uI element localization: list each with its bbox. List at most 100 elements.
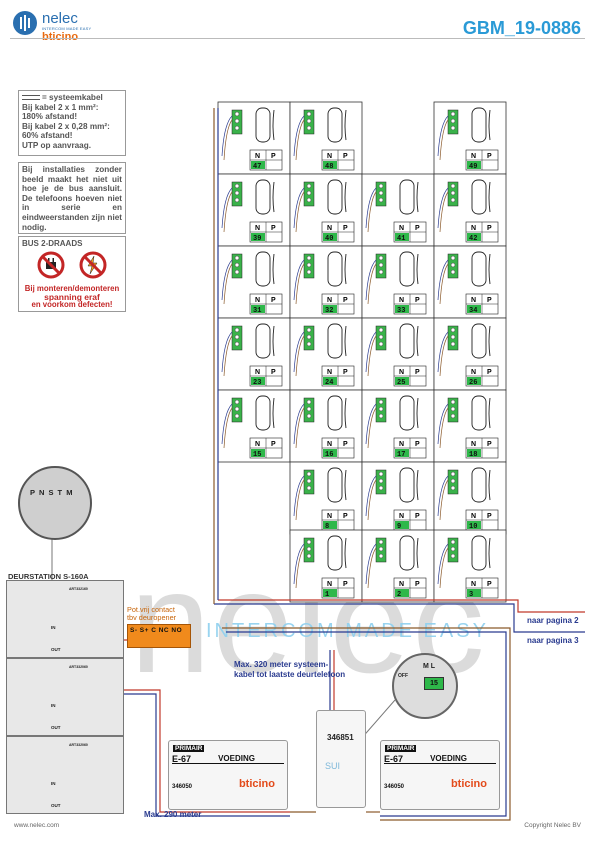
cell-wire (293, 403, 305, 445)
no-voltage-icon (79, 251, 107, 279)
np-label-n: N (327, 153, 332, 160)
pot-contact-label: Pot.vrij contact tbv deuropener (127, 606, 176, 622)
address-number: 23 (253, 379, 261, 387)
np-label-n: N (471, 369, 476, 376)
terminal-screw (378, 197, 384, 203)
terminal-screw (306, 255, 312, 261)
cable-note-line: Bij kabel 2 x 0,28 mm²: (22, 121, 110, 131)
np-label-p: P (271, 297, 276, 304)
max320-label: Max. 320 meter systeem- kabel tot laatst… (234, 660, 345, 680)
handset-cord-icon (488, 397, 491, 429)
np-label-p: P (343, 297, 348, 304)
cell-wire (439, 407, 449, 449)
terminal-screw (378, 413, 384, 419)
controller-code: 346851 (327, 733, 354, 742)
terminal-screw (450, 553, 456, 559)
psu1-wire (124, 689, 290, 813)
address-number: 47 (253, 163, 261, 171)
cell-wire (365, 475, 377, 517)
door-station-label: DEURSTATION S-160A (8, 572, 89, 581)
cell-wire (293, 475, 305, 517)
terminal-screw (450, 111, 456, 117)
np-label-n: N (471, 581, 476, 588)
bus-wire-blue (214, 603, 585, 633)
np-label-n: N (327, 297, 332, 304)
cell-wire (367, 479, 377, 521)
handset-cord-icon (416, 537, 419, 569)
page2-label: naar pagina 2 (527, 616, 579, 625)
np-label-p: P (343, 153, 348, 160)
address-number: 18 (469, 451, 477, 459)
cell-wire (365, 259, 377, 301)
terminal-screw (306, 334, 312, 340)
terminal-screw (234, 262, 240, 268)
door-in-label: IN (51, 625, 56, 630)
terminal-screw (450, 255, 456, 261)
terminal-screw (306, 190, 312, 196)
cell-wire (367, 407, 377, 449)
psu-model: E-67 (384, 754, 404, 764)
cell-wire (223, 407, 233, 449)
handset-icon (471, 251, 487, 287)
ml-label: M L (423, 663, 436, 670)
bus-wire-brown (222, 627, 511, 821)
terminal-screw (378, 183, 384, 189)
psu-voeding: VOEDING (218, 754, 255, 763)
page3-label: naar pagina 3 (527, 636, 579, 645)
handset-cord-icon (416, 253, 419, 285)
handset-icon (471, 467, 487, 503)
terminal-zoom: P N S T M (18, 466, 92, 540)
address-number: 40 (325, 235, 333, 243)
np-label-p: P (271, 441, 276, 448)
np-label-n: N (255, 225, 260, 232)
cell-wire (221, 187, 233, 229)
address-badge (251, 161, 265, 169)
cell-wire (221, 259, 233, 301)
cell-wire (365, 403, 377, 445)
door-station-module: ART332060 IN OUT (6, 658, 124, 736)
np-label-n: N (327, 513, 332, 520)
controller-device: 346851 SUI (316, 710, 366, 808)
address-number: 48 (325, 163, 333, 171)
address-badge (395, 589, 409, 597)
handset-cord-icon (272, 181, 275, 213)
cell-wire (223, 119, 233, 161)
address-badge (467, 377, 481, 385)
cell-wire (223, 191, 233, 233)
terminal-screw (450, 478, 456, 484)
install-note: Bij installaties zonder beeld maakt het … (18, 162, 126, 234)
controller-sub: SUI (325, 761, 341, 771)
handset-icon (471, 179, 487, 215)
np-label-n: N (399, 297, 404, 304)
np-label-p: P (343, 369, 348, 376)
handset-icon (327, 251, 343, 287)
cell-wire (367, 191, 377, 233)
cell-wire (295, 119, 305, 161)
handset-cord-icon (344, 469, 347, 501)
address-badge (467, 449, 481, 457)
handset-icon (399, 467, 415, 503)
handset-cord-icon (416, 397, 419, 429)
bus-warning: Bij monteren/demonteren spanning eraf en… (21, 285, 123, 309)
door-out-label: OUT (51, 647, 61, 652)
terminal-screw (306, 546, 312, 552)
door-station-module: ART332160 IN OUT (6, 580, 124, 658)
door-out-label: OUT (51, 803, 61, 808)
np-label-n: N (255, 297, 260, 304)
handset-cord-icon (488, 325, 491, 357)
address-badge (251, 449, 265, 457)
power-supply: PRIMAIR E-67 VOEDING 346050 bticino (168, 740, 288, 810)
cell-wire (221, 115, 233, 157)
np-label-n: N (255, 369, 260, 376)
np-label-p: P (271, 153, 276, 160)
psu-model: E-67 (172, 754, 192, 764)
primair-label: PRIMAIR (173, 745, 205, 752)
address-badge (395, 449, 409, 457)
door-module-code: ART332060 (69, 743, 88, 747)
